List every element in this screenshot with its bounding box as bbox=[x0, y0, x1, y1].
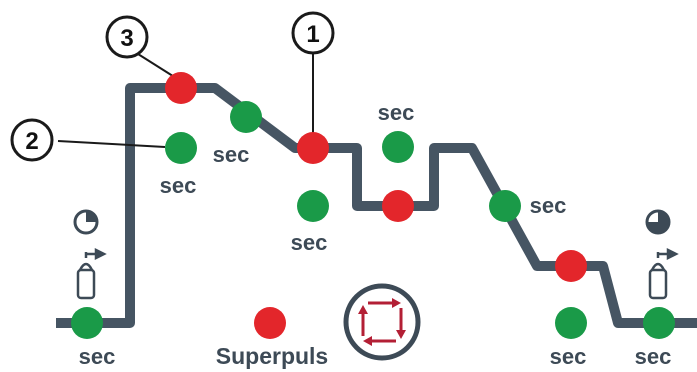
green-point[interactable] bbox=[297, 190, 329, 222]
superpuls-cycle-icon[interactable] bbox=[343, 283, 421, 361]
callout-3-leader bbox=[137, 53, 177, 79]
red-point[interactable] bbox=[297, 132, 329, 164]
callout-1: 1 bbox=[291, 11, 335, 55]
gas-cylinder-icon bbox=[76, 247, 107, 300]
sec-label: sec bbox=[530, 193, 567, 218]
sec-label: sec bbox=[79, 344, 116, 369]
sec-label: sec bbox=[378, 100, 415, 125]
green-point[interactable] bbox=[555, 307, 587, 339]
svg-text:1: 1 bbox=[306, 21, 319, 48]
green-point[interactable] bbox=[230, 101, 262, 133]
clock-icon bbox=[73, 209, 99, 235]
clock-icon bbox=[645, 209, 671, 235]
sec-label: sec bbox=[160, 173, 197, 198]
green-point[interactable] bbox=[643, 307, 675, 339]
svg-text:3: 3 bbox=[120, 25, 133, 52]
sec-label: sec bbox=[635, 344, 672, 369]
svg-text:2: 2 bbox=[25, 128, 38, 155]
green-point[interactable] bbox=[382, 131, 414, 163]
sec-label: sec bbox=[550, 344, 587, 369]
red-point[interactable] bbox=[165, 72, 197, 104]
red-point[interactable] bbox=[555, 250, 587, 282]
sec-label: sec bbox=[213, 142, 250, 167]
green-point[interactable] bbox=[165, 132, 197, 164]
green-point[interactable] bbox=[71, 307, 103, 339]
gas-cylinder-icon bbox=[648, 247, 679, 300]
superpuls-label: Superpuls bbox=[216, 343, 328, 369]
callout-2: 2 bbox=[10, 118, 54, 162]
superpuls-red-point[interactable] bbox=[254, 307, 286, 339]
sec-label: sec bbox=[291, 230, 328, 255]
callout-3: 3 bbox=[105, 15, 149, 59]
callout-2-leader bbox=[57, 140, 166, 148]
red-point[interactable] bbox=[382, 190, 414, 222]
green-point[interactable] bbox=[489, 190, 521, 222]
